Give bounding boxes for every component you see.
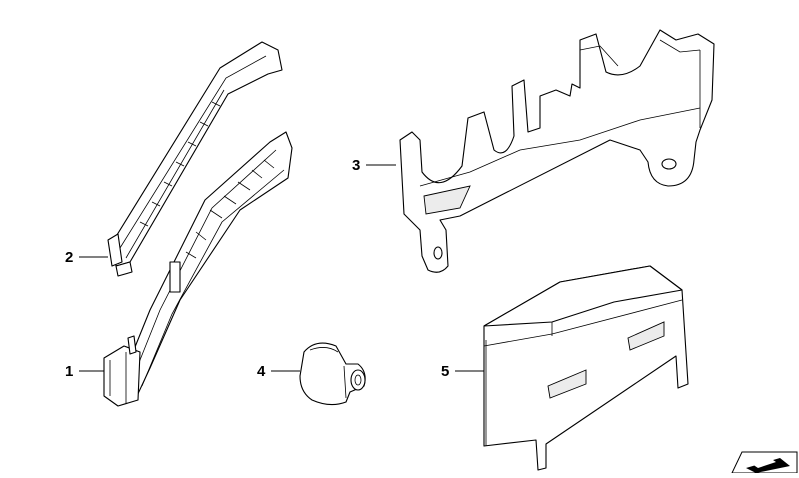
part-5-cover (483, 265, 689, 471)
part-4-elbow (299, 342, 366, 406)
callout-1: 1 (65, 363, 74, 380)
image-code-icon (731, 451, 798, 474)
part-3-bracket (399, 29, 715, 273)
part-2-rail (107, 41, 283, 277)
part-1-channel (103, 131, 293, 407)
callout-5: 5 (441, 363, 450, 380)
callout-4: 4 (257, 363, 266, 380)
callout-3: 3 (352, 157, 361, 174)
leader-lines (79, 164, 484, 372)
callout-2: 2 (65, 249, 74, 266)
